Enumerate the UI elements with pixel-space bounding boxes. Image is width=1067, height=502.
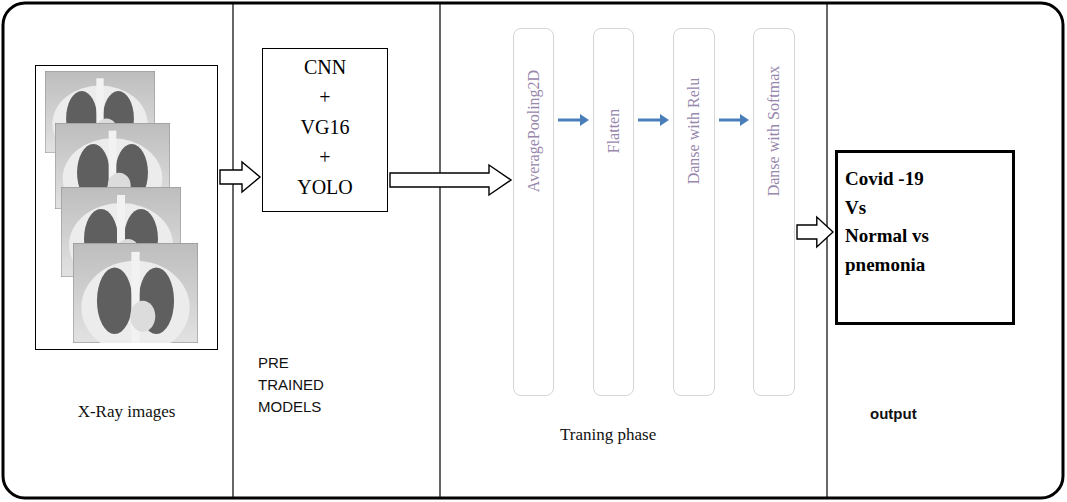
layer-text: Danse with Relu: [685, 78, 703, 185]
layer-bar: Danse with Relu: [673, 28, 715, 396]
section-label: Traning phase: [560, 425, 656, 445]
model-text: CNN + VG16 + YOLO: [297, 52, 353, 202]
block-arrow: [220, 162, 260, 192]
arrow-shaft: [719, 119, 740, 122]
block-arrow: [797, 217, 833, 247]
block-arrow-shape: [220, 162, 260, 192]
block-arrow: [390, 165, 511, 195]
layer-bar: Flatten: [593, 28, 634, 396]
section-divider: [232, 4, 233, 497]
flow-arrow: [719, 114, 749, 126]
arrow-shaft: [558, 119, 580, 122]
section-label: output: [870, 405, 917, 422]
flow-arrow: [558, 114, 589, 126]
model-box: CNN + VG16 + YOLO: [262, 48, 388, 212]
arrow-shaft: [638, 119, 660, 122]
image-caption: X-Ray images: [35, 402, 218, 422]
block-arrow-shape: [390, 165, 511, 195]
section-label: PRE TRAINED MODELS: [258, 352, 333, 418]
layer-text: Flatten: [605, 109, 623, 153]
layer-bar: Danse with Softmax: [753, 28, 795, 396]
arrow-head: [740, 114, 749, 126]
block-arrow-shape: [797, 217, 833, 247]
layer-bar: AveragePooling2D: [513, 28, 554, 396]
output-box: Covid -19 Vs Normal vs pnemonia: [835, 150, 1015, 325]
outer-border: [3, 3, 1063, 498]
layer-text: Danse with Softmax: [765, 66, 783, 197]
section-divider: [826, 4, 827, 497]
section-divider: [439, 4, 440, 497]
arrow-head: [660, 114, 669, 126]
image-frame: [35, 65, 218, 350]
xray-stack: [35, 65, 218, 350]
layer-text: AveragePooling2D: [525, 70, 543, 192]
flow-arrow: [638, 114, 669, 126]
xray-image: [73, 243, 198, 350]
output-text: Covid -19 Vs Normal vs pnemonia: [845, 165, 931, 279]
arrow-head: [580, 114, 589, 126]
image-input: X-Ray images: [35, 65, 218, 410]
